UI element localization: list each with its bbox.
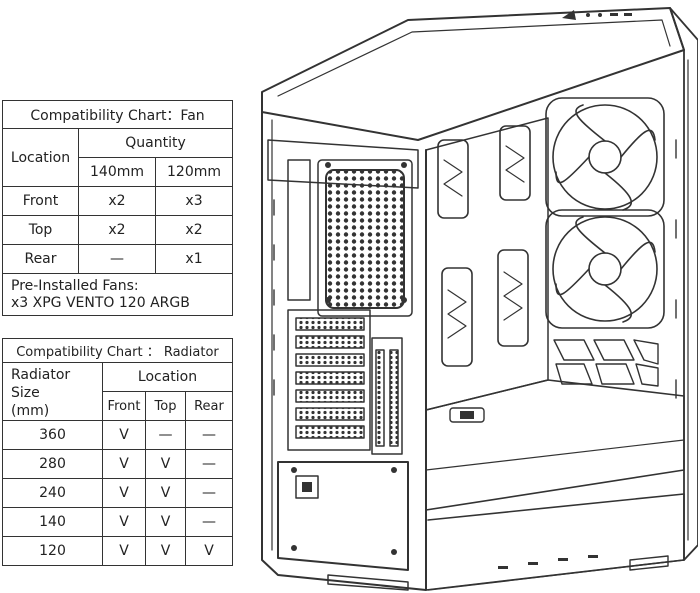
table-row: 240 V V — xyxy=(2,478,233,508)
vertical-gpu-slots xyxy=(371,337,403,455)
io-port-icon xyxy=(598,13,602,17)
table-row: 360 V — — xyxy=(2,420,233,450)
radiator-compatibility-table: Compatibility Chart ： Radiator Radiator … xyxy=(2,338,233,566)
radiator-table-title: Compatibility Chart ： Radiator xyxy=(2,338,233,363)
fan-row-location: Rear xyxy=(2,244,79,274)
table-row: Front x2 x3 xyxy=(2,186,234,216)
radiator-loc-top-header: Top xyxy=(145,391,186,421)
fan-location-header: Location xyxy=(2,128,79,187)
radiator-rear: — xyxy=(185,478,233,508)
table-row: 120 V V V xyxy=(2,536,233,566)
radiator-size-header-line1: Radiator Size xyxy=(11,367,71,401)
fan-size-header: 120mm xyxy=(154,157,234,187)
radiator-size: 360 xyxy=(2,420,103,450)
radiator-front: V xyxy=(102,449,146,479)
radiator-size-header: Radiator Size (mm) xyxy=(2,362,103,421)
front-panel xyxy=(669,7,698,561)
table-row: 140 V V — xyxy=(2,507,233,537)
cable-grommets xyxy=(437,125,531,367)
radiator-location-header: Location xyxy=(102,362,233,392)
fan-row-140: x2 xyxy=(78,215,156,245)
radiator-top: V xyxy=(145,536,186,566)
radiator-loc-rear-header: Rear xyxy=(185,391,233,421)
power-button-icon xyxy=(562,10,576,20)
table-row: Top x2 x2 xyxy=(2,215,234,245)
rear-fan-mesh xyxy=(325,169,405,309)
table-row: 280 V V — xyxy=(2,449,233,479)
preinstalled-label: Pre-Installed Fans: xyxy=(11,277,139,294)
front-fan-top-icon xyxy=(545,97,665,217)
radiator-top: — xyxy=(145,420,186,450)
radiator-rear: — xyxy=(185,507,233,537)
radiator-front: V xyxy=(102,507,146,537)
fan-table-title: Compatibility Chart：Fan xyxy=(1,100,234,129)
fan-row-120: x1 xyxy=(154,244,234,274)
front-mesh-lattice xyxy=(553,339,659,387)
usb-port-icon xyxy=(624,13,632,16)
expansion-slots xyxy=(287,309,371,451)
preinstalled-value: x3 XPG VENTO 120 ARGB xyxy=(11,294,190,311)
radiator-size-header-line2: (mm) xyxy=(11,403,50,419)
radiator-front: V xyxy=(102,420,146,450)
radiator-size: 240 xyxy=(2,478,103,508)
fan-row-140: x2 xyxy=(78,186,156,216)
radiator-rear: — xyxy=(185,420,233,450)
fan-quantity-header: Quantity xyxy=(77,128,234,158)
fan-size-header: 140mm xyxy=(78,157,156,187)
fan-row-140: — xyxy=(78,244,156,274)
radiator-size: 120 xyxy=(2,536,103,566)
radiator-loc-front-header: Front xyxy=(102,391,146,421)
front-fan-middle-icon xyxy=(545,209,665,329)
fan-row-120: x3 xyxy=(154,186,234,216)
radiator-front: V xyxy=(102,536,146,566)
preinstalled-fans-note: Pre-Installed Fans: x3 XPG VENTO 120 ARG… xyxy=(1,273,234,316)
table-row: Rear — x1 xyxy=(2,244,234,274)
io-shield xyxy=(287,159,311,301)
radiator-size: 280 xyxy=(2,449,103,479)
radiator-rear: V xyxy=(185,536,233,566)
fan-row-location: Top xyxy=(2,215,79,245)
radiator-top: V xyxy=(145,478,186,508)
psu-cutout xyxy=(277,461,409,571)
fan-row-location: Front xyxy=(2,186,79,216)
fan-row-120: x2 xyxy=(154,215,234,245)
radiator-front: V xyxy=(102,478,146,508)
radiator-size: 140 xyxy=(2,507,103,537)
pc-case-illustration xyxy=(261,7,698,591)
radiator-top: V xyxy=(145,449,186,479)
radiator-top: V xyxy=(145,507,186,537)
usb-port-icon xyxy=(610,13,618,16)
fan-compatibility-table: Compatibility Chart：Fan Location Quantit… xyxy=(1,100,234,316)
io-port-icon xyxy=(586,13,590,17)
radiator-rear: — xyxy=(185,449,233,479)
